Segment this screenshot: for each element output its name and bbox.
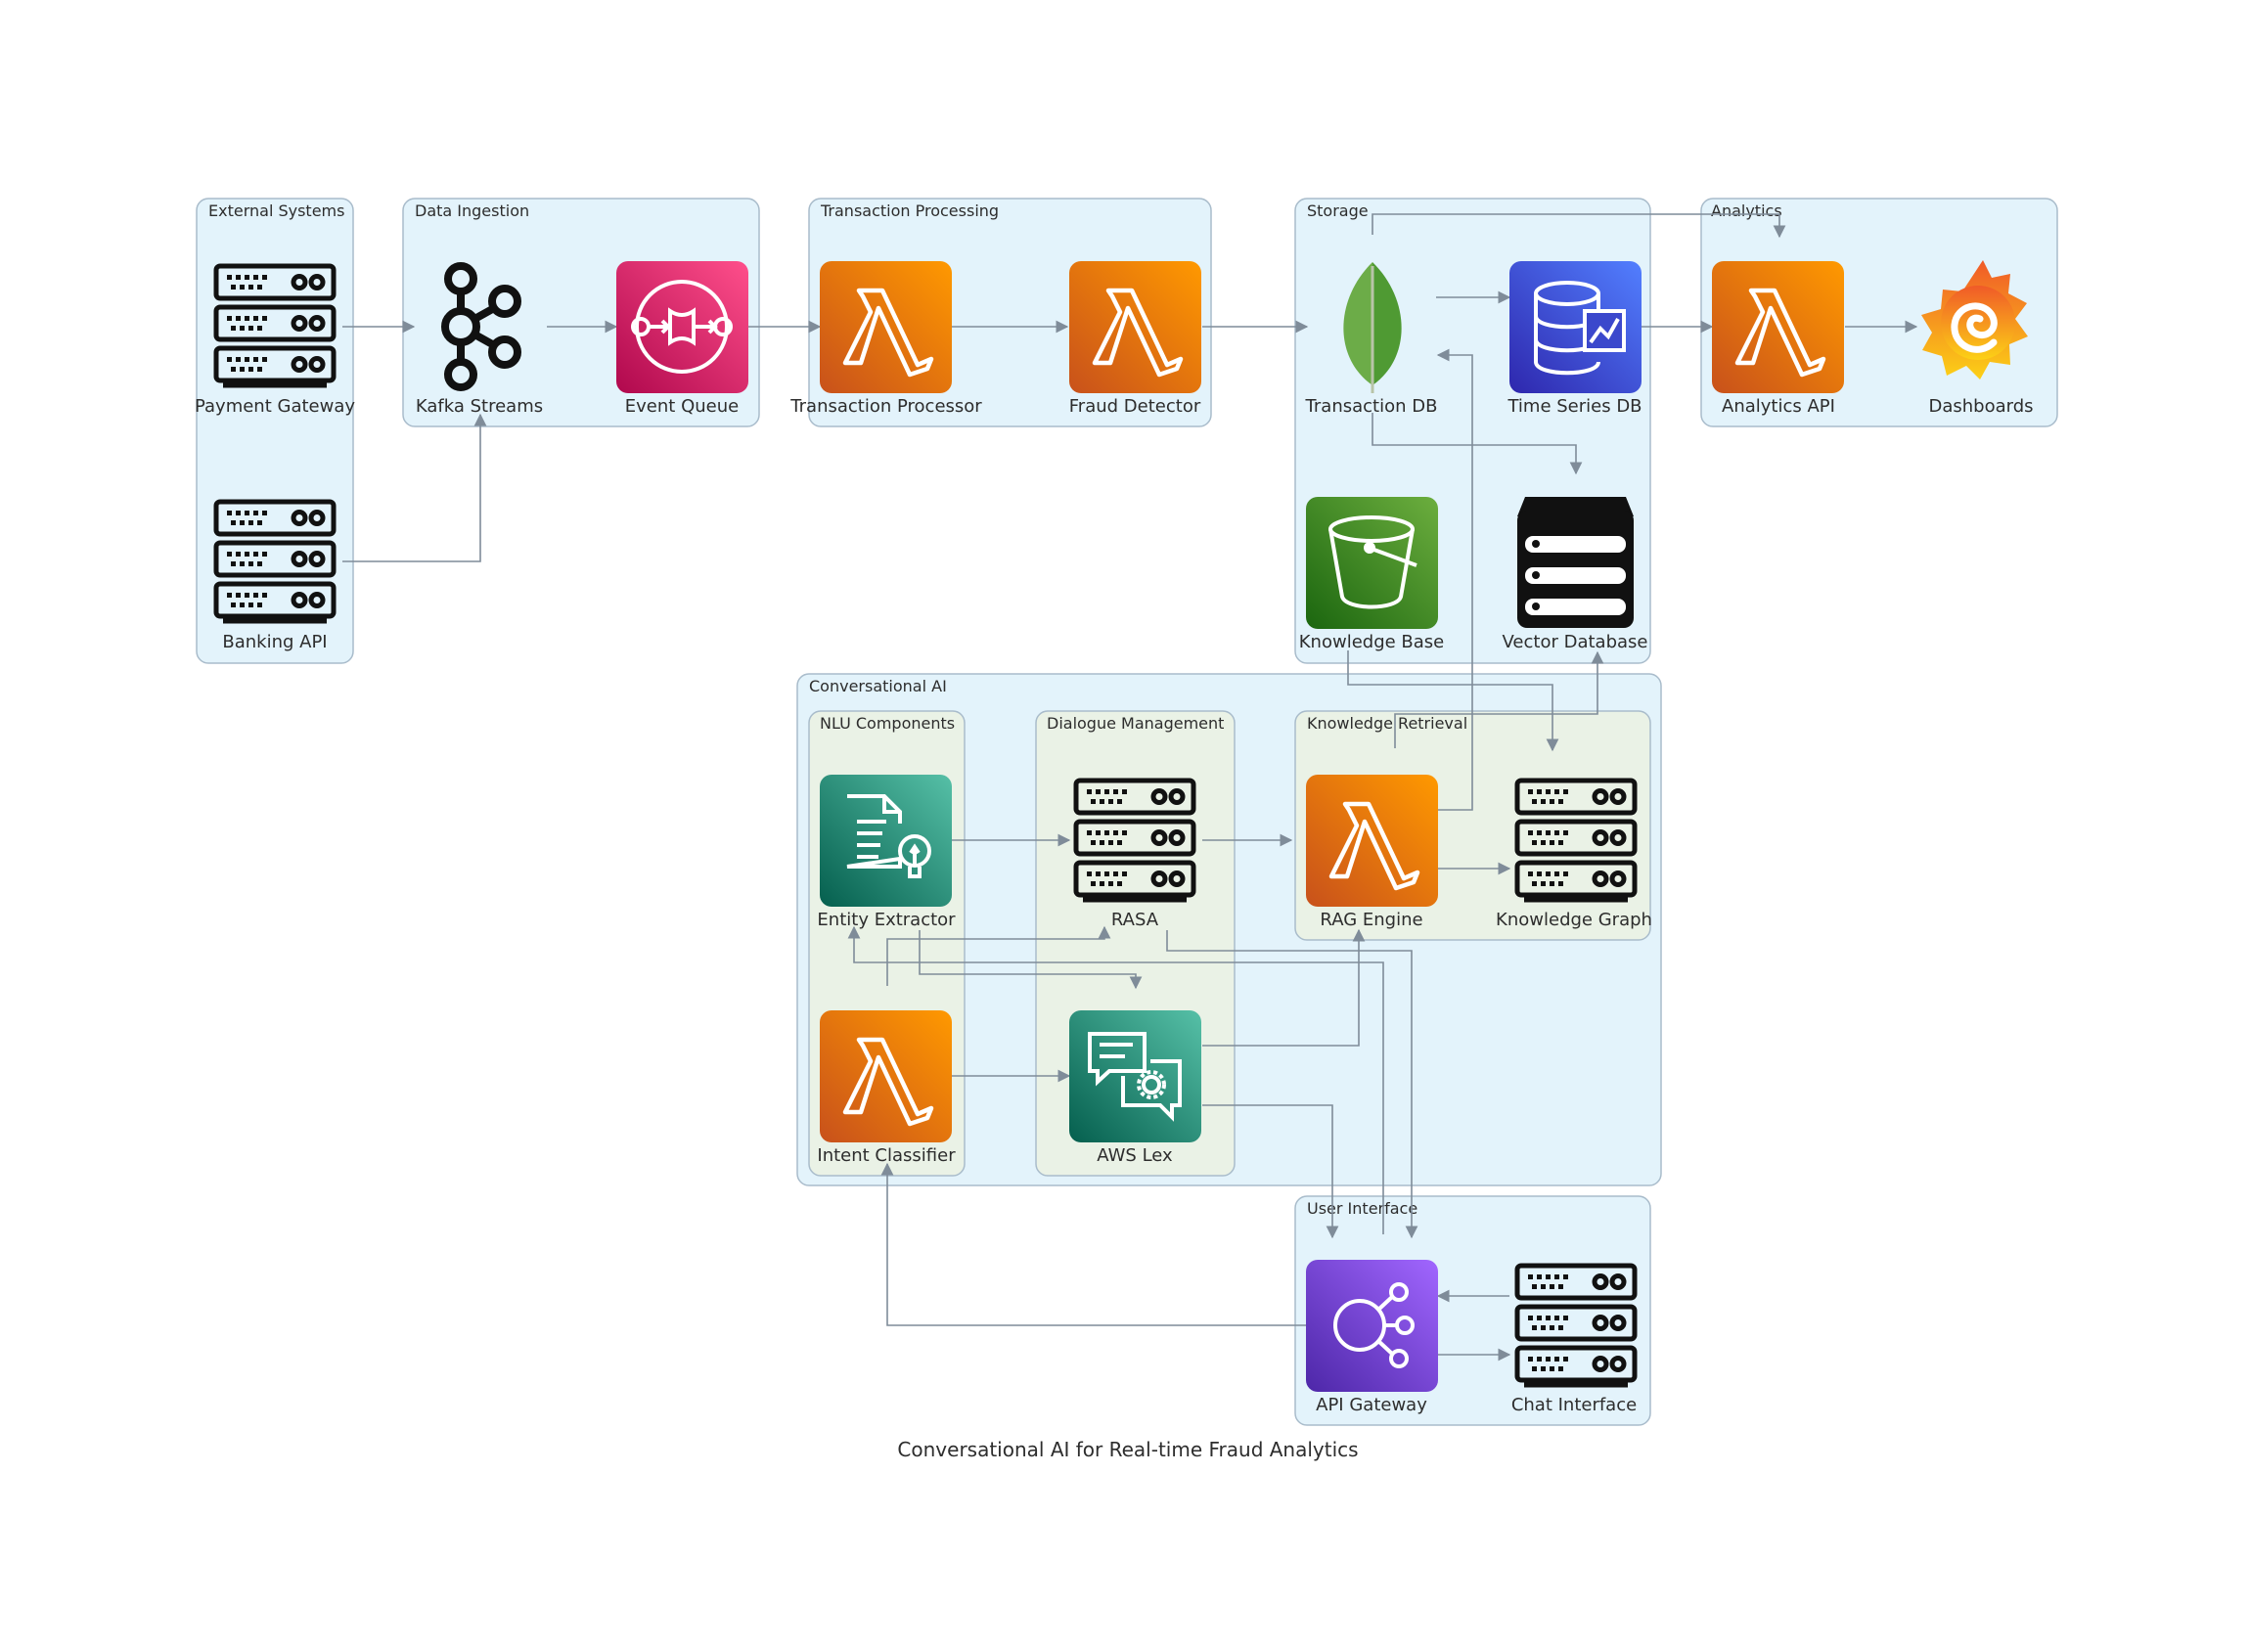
node-label: Kafka Streams <box>416 396 543 417</box>
lambda-icon <box>820 1010 952 1142</box>
node-label: Payment Gateway <box>195 396 355 417</box>
cluster-label: Conversational AI <box>809 677 947 695</box>
cluster-label: Dialogue Management <box>1047 714 1224 733</box>
node-event-queue[interactable]: Event Queue <box>616 261 748 417</box>
node-dashboards[interactable]: Dashboards <box>1921 260 2034 417</box>
node-vector-database[interactable]: Vector Database <box>1503 497 1648 652</box>
diagram-title: Conversational AI for Real-time Fraud An… <box>897 1438 1358 1461</box>
lex-icon <box>1069 1010 1201 1142</box>
node-knowledge-base[interactable]: Knowledge Base <box>1299 497 1445 652</box>
cluster-external-systems: External Systems <box>196 198 354 664</box>
comprehend-icon <box>820 775 952 907</box>
node-label: Chat Interface <box>1511 1395 1637 1415</box>
cluster-label: Knowledge Retrieval <box>1307 714 1467 733</box>
grafana-icon <box>1921 260 2028 380</box>
cluster-label: NLU Components <box>820 714 955 733</box>
cluster-label: Transaction Processing <box>820 201 999 220</box>
node-knowledge-graph[interactable]: Knowledge Graph <box>1496 781 1652 930</box>
lambda-icon <box>1069 261 1201 393</box>
cluster-label: Data Ingestion <box>415 201 529 220</box>
node-chat-interface[interactable]: Chat Interface <box>1511 1266 1637 1415</box>
node-label: Transaction DB <box>1305 396 1438 417</box>
node-time-series-db[interactable]: Time Series DB <box>1507 261 1642 417</box>
lambda-icon <box>820 261 952 393</box>
node-banking-api[interactable]: Banking API <box>216 502 334 652</box>
node-transaction-db[interactable]: Transaction DB <box>1305 262 1438 417</box>
node-label: Knowledge Graph <box>1496 910 1652 930</box>
api-gateway-icon <box>1306 1260 1438 1392</box>
cluster-label: Storage <box>1307 201 1369 220</box>
node-label: Entity Extractor <box>817 910 956 930</box>
edges <box>342 213 1918 1362</box>
sqs-icon <box>616 261 748 393</box>
kafka-icon <box>441 262 521 391</box>
node-transaction-processor[interactable]: Transaction Processor <box>789 261 982 417</box>
node-kafka-streams[interactable]: Kafka Streams <box>416 262 543 417</box>
node-label: AWS Lex <box>1097 1145 1173 1166</box>
node-api-gateway[interactable]: API Gateway <box>1306 1260 1438 1415</box>
node-payment-gateway[interactable]: Payment Gateway <box>195 266 355 417</box>
node-label: RAG Engine <box>1320 910 1422 930</box>
node-fraud-detector[interactable]: Fraud Detector <box>1069 261 1201 417</box>
node-entity-extractor[interactable]: Entity Extractor <box>817 775 956 930</box>
node-label: API Gateway <box>1316 1395 1427 1415</box>
cluster-label: External Systems <box>208 201 344 220</box>
node-intent-classifier[interactable]: Intent Classifier <box>817 1010 956 1166</box>
node-rag-engine[interactable]: RAG Engine <box>1306 775 1438 930</box>
node-label: RASA <box>1111 910 1159 930</box>
lambda-icon <box>1306 775 1438 907</box>
database-stack-icon <box>1517 497 1634 628</box>
node-label: Dashboards <box>1928 396 2033 417</box>
mongodb-icon <box>1343 262 1402 393</box>
node-aws-lex[interactable]: AWS Lex <box>1069 1010 1201 1166</box>
cluster-label: User Interface <box>1307 1199 1417 1218</box>
node-label: Transaction Processor <box>789 396 982 417</box>
node-rasa[interactable]: RASA <box>1076 781 1193 930</box>
node-label: Analytics API <box>1722 396 1835 417</box>
s3-bucket-icon <box>1306 497 1438 629</box>
node-label: Fraud Detector <box>1069 396 1201 417</box>
cluster-label: Analytics <box>1711 201 1782 220</box>
node-label: Banking API <box>222 632 327 652</box>
node-label: Intent Classifier <box>817 1145 956 1166</box>
node-label: Vector Database <box>1503 632 1648 652</box>
node-label: Event Queue <box>625 396 739 417</box>
node-label: Knowledge Base <box>1299 632 1445 652</box>
lambda-icon <box>1712 261 1844 393</box>
timestream-icon <box>1509 261 1642 393</box>
node-analytics-api[interactable]: Analytics API <box>1712 261 1844 417</box>
node-label: Time Series DB <box>1507 396 1642 417</box>
